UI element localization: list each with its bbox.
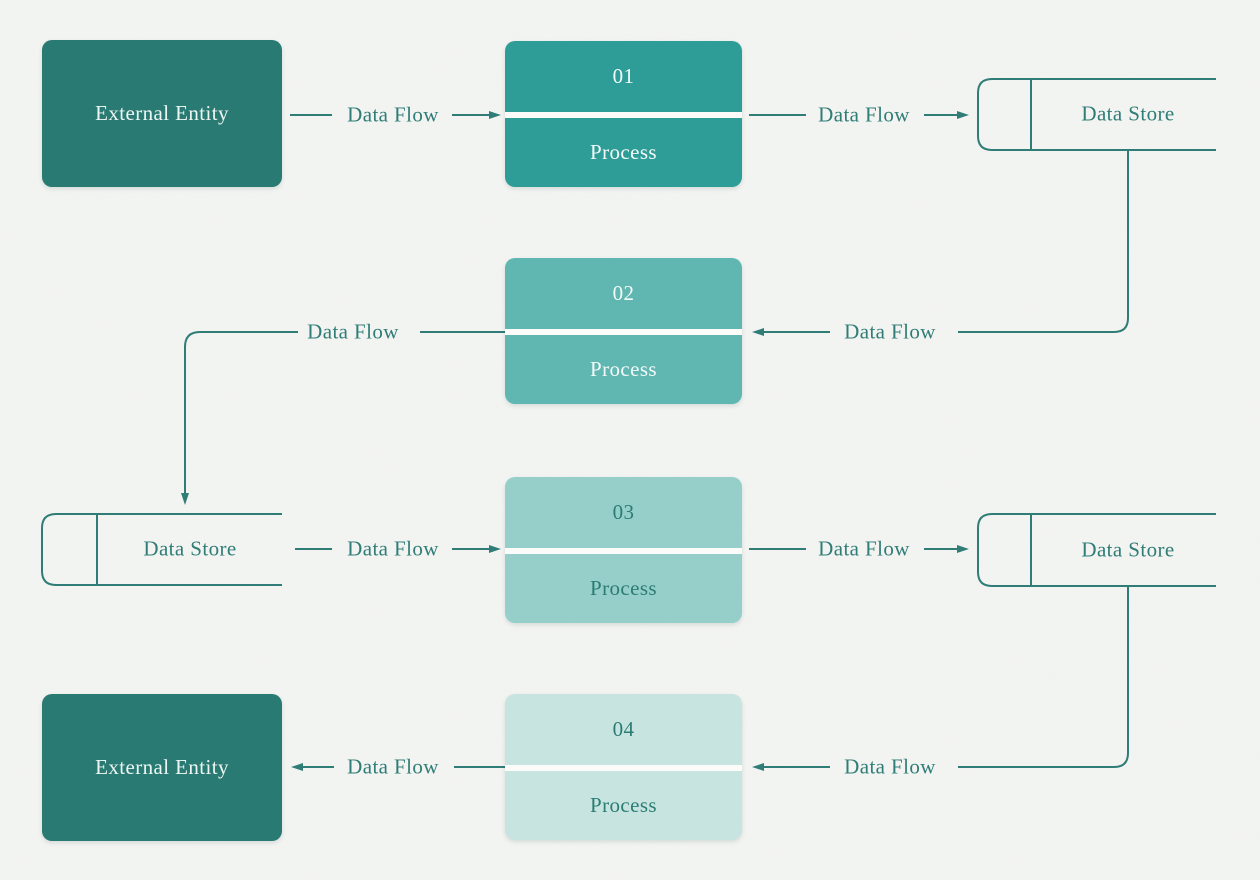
data-store-label-bottom-right: Data Store bbox=[1081, 537, 1175, 562]
flow-label: Data Flow bbox=[347, 102, 439, 127]
flow-label: Data Flow bbox=[818, 102, 910, 127]
process-number: 03 bbox=[612, 500, 635, 524]
flow-arrow-p02-to-dsl bbox=[181, 331, 505, 505]
process-number: 01 bbox=[612, 64, 635, 88]
process-name: Process bbox=[590, 357, 657, 381]
node-external-entity-top: External Entity bbox=[42, 40, 282, 187]
data-store-label-left: Data Store bbox=[143, 536, 237, 561]
process-divider bbox=[505, 329, 742, 335]
external-entity-label: External Entity bbox=[95, 101, 229, 125]
process-name: Process bbox=[590, 576, 657, 600]
process-number: 02 bbox=[612, 281, 635, 305]
process-number: 04 bbox=[612, 717, 635, 741]
flow-label: Data Flow bbox=[844, 754, 936, 779]
process-divider bbox=[505, 548, 742, 554]
flow-arrow-ds2-to-p04 bbox=[752, 586, 1129, 771]
process-name: Process bbox=[590, 140, 657, 164]
node-process-03: 03 Process bbox=[505, 477, 742, 623]
process-name: Process bbox=[590, 793, 657, 817]
flow-label: Data Flow bbox=[844, 319, 936, 344]
node-process-02: 02 Process bbox=[505, 258, 742, 404]
node-process-04: 04 Process bbox=[505, 694, 742, 840]
flow-label: Data Flow bbox=[307, 319, 399, 344]
data-store-label-top-right: Data Store bbox=[1081, 101, 1175, 126]
external-entity-label: External Entity bbox=[95, 755, 229, 779]
process-divider bbox=[505, 112, 742, 118]
node-process-01: 01 Process bbox=[505, 41, 742, 187]
flow-arrow-ds1-to-p02 bbox=[752, 151, 1129, 336]
node-external-entity-bottom: External Entity bbox=[42, 694, 282, 841]
process-divider bbox=[505, 765, 742, 771]
flow-label: Data Flow bbox=[347, 754, 439, 779]
flow-label: Data Flow bbox=[347, 536, 439, 561]
flow-label: Data Flow bbox=[818, 536, 910, 561]
